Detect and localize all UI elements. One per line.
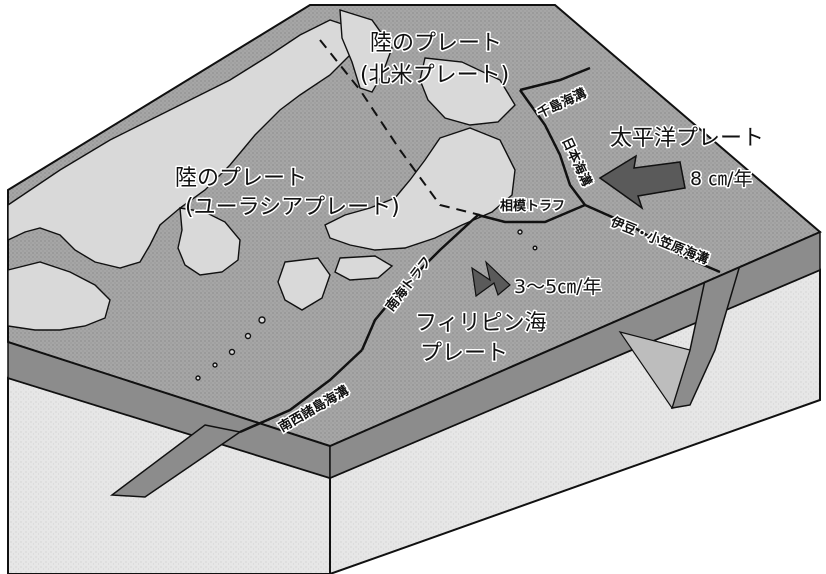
- trench-japan-line: [518, 89, 586, 206]
- trench-nansei-line: [239, 349, 363, 434]
- pacific-motion-arrow: [598, 154, 686, 210]
- land-shikoku: [334, 255, 394, 281]
- trench-nankai-line: [360, 214, 479, 351]
- land-kyushu: [277, 257, 331, 311]
- label-philippine-line2: プレート: [420, 341, 508, 366]
- trench-sagami-line: [477, 203, 586, 224]
- land-china-coast: [7, 261, 111, 331]
- trench-lines: [239, 66, 721, 434]
- label-philippine-line1: フィリピン海: [415, 311, 547, 336]
- land-honshu: [324, 127, 516, 251]
- label-pacific-rate: 8 ㎝/年: [690, 168, 753, 190]
- label-na-line1: 陸のプレート: [370, 31, 502, 56]
- land-hokkaido: [419, 57, 516, 126]
- label-eu-line1: 陸のプレート: [175, 166, 307, 191]
- label-philippine-rate: 3～5㎝/年: [514, 276, 602, 298]
- label-trench-sagami: 相模トラフ: [500, 198, 565, 214]
- label-na-line2: (北米プレート): [360, 63, 509, 88]
- label-eu-line2: (ユーラシアプレート): [185, 195, 400, 220]
- trench-izu-line: [584, 203, 721, 274]
- label-pacific-name: 太平洋プレート: [610, 126, 764, 151]
- land-korea: [177, 207, 241, 276]
- subducting-slab-front: [109, 424, 242, 498]
- plate-boundary-dashed: [319, 39, 481, 216]
- philippine-motion-arrow: [471, 260, 511, 298]
- trench-chishima-line: [519, 66, 591, 92]
- land-asia: [7, 19, 361, 269]
- land-masses: [7, 9, 538, 381]
- land-sakhalin: [339, 9, 393, 93]
